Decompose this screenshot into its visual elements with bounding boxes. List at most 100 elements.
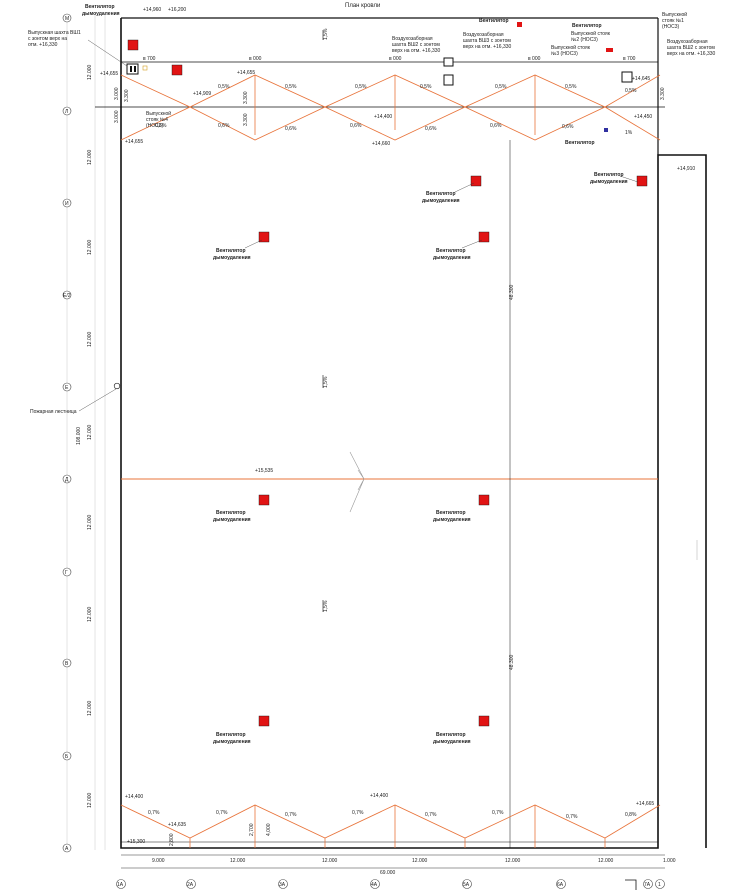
elevations: +14,960 +16,200 +14,655 +14,655 +14,655 …	[100, 7, 695, 845]
note-vsh2: Воздухозаборная	[392, 36, 433, 42]
note-vs2-2: №2 (НОС3)	[571, 37, 598, 43]
note-shaft-right-3: верх на отм. +16,330	[667, 51, 716, 57]
total-width-dim: 69.000	[380, 870, 396, 876]
column-axes: 9.000 12.000 12.000 12.000 12.000 12.000…	[116, 854, 676, 890]
top-dim-4: в 000	[389, 56, 402, 62]
row-dim-9: 12.000	[87, 792, 93, 808]
note-vs3: Выпускной стояк	[551, 44, 591, 51]
note-shaft-right-2: шахта ВШ2 с зонтом	[667, 45, 715, 51]
row-dim-2: 12.000	[87, 149, 93, 165]
note-vs1: Выпускной	[662, 11, 687, 18]
fan-label-2: дымоудаления	[422, 198, 460, 204]
axis-row-d: Д	[65, 477, 69, 483]
fan-label: Вентилятор	[436, 732, 466, 738]
elev-e5: +14,655	[125, 139, 143, 145]
note-vs3-2: №3 (НОС3)	[551, 51, 578, 57]
axis-col-7a: 7А	[644, 882, 651, 888]
slope-top-6: 0,5%	[565, 84, 577, 90]
shaft-vsh3	[443, 74, 454, 86]
note-vs4-3: (НОС3)	[146, 123, 164, 129]
small-dim-4: 2,700	[249, 823, 255, 836]
small-dim-6: 3.300	[660, 87, 666, 100]
fan-label-right: Вентилятор	[565, 140, 595, 146]
row-dimensions: 12.000 12.000 12.000 12.000 12.000 12.00…	[76, 64, 120, 808]
slope-top2-5: 0,6%	[425, 126, 437, 132]
slope-top2-2: 0,6%	[218, 123, 230, 129]
row-dim-extra-1: 3.000	[114, 87, 120, 100]
slope-bottom-5: 0,7%	[425, 812, 437, 818]
vdim-lower: 48.300	[509, 654, 515, 670]
row-dim-7: 12.000	[87, 606, 93, 622]
row-dim-6: 12.000	[87, 514, 93, 530]
elev-e1: +14,960	[143, 7, 161, 13]
bottom-slope-labels: 0,7% 0,7% 0,7% 0,7% 0,7% 0,7% 0,7% 0,8%	[148, 810, 637, 820]
slope-bottom-2: 0,7%	[216, 810, 228, 816]
axis-col-1a: 1А	[117, 882, 124, 888]
slope-top-5: 0,5%	[495, 84, 507, 90]
note-fire-stairs: Пожарная лестница	[30, 409, 77, 415]
top-dim-2: в 700	[623, 56, 636, 62]
elev-e4: +14,655	[237, 70, 255, 76]
axis-col-1: 1	[658, 882, 661, 888]
top-dim-5: в 000	[528, 56, 541, 62]
fan-label: Вентилятор	[216, 510, 246, 516]
top-slope-lines	[120, 74, 661, 141]
fan-label-2: дымоудаления	[433, 255, 471, 261]
small-dim-2: 3.300	[243, 113, 249, 126]
fan-marker	[258, 715, 270, 727]
shaft-vsh2	[443, 57, 454, 67]
fan-marker	[470, 175, 482, 187]
row-dim-extra-2: 3.000	[114, 110, 120, 123]
axis-row-b: Б	[65, 754, 69, 760]
slope-top2-1: 0,6%	[155, 123, 167, 129]
fan-marker	[171, 64, 183, 76]
fan-marker	[517, 22, 522, 27]
axis-col-2a: 2А	[187, 882, 194, 888]
elev-e8: +14,660	[372, 141, 390, 147]
slope-top2-4: 0,6%	[350, 123, 362, 129]
note-vs2: Выпускной стояк	[571, 30, 611, 37]
elev-e17: +14,665	[636, 801, 654, 807]
axis-row-g: Г	[65, 570, 68, 576]
axis-col-5a: 5А	[463, 882, 470, 888]
note-vsh2-3: верх на отм. +16,330	[392, 48, 441, 54]
fan-label-top-left-2: дымоудаления	[82, 11, 120, 17]
fan-label-2: дымоудаления	[213, 255, 251, 261]
vdim-upper: 48.300	[509, 284, 515, 300]
axis-row-e: Е	[65, 385, 69, 391]
fan-label: Вентилятор	[594, 172, 624, 178]
building-outline	[95, 17, 707, 849]
col-dim-4: 12.000	[412, 858, 428, 864]
slope-top2-8: 1%	[625, 130, 633, 136]
vertical-dims: 48.300 48.300	[509, 284, 515, 670]
slope-main-top: 1,5%	[323, 28, 329, 40]
note-vs1-2: стояк №1	[662, 18, 684, 24]
slope-bottom-4: 0,7%	[352, 810, 364, 816]
fan-marker	[606, 48, 613, 52]
bottom-slope-lines	[120, 804, 661, 848]
slope-bottom-7: 0,7%	[566, 814, 578, 820]
note-shaft-vsh1-2: с зонтом верх на	[28, 36, 67, 42]
fan-label-2: дымоудаления	[590, 179, 628, 185]
shaft-vsh1	[126, 63, 139, 75]
fan-label: Вентилятор	[216, 248, 246, 254]
col-dim-2: 12.000	[230, 858, 246, 864]
elev-e3: +14,655	[100, 71, 118, 77]
elev-e13: +14,400	[125, 794, 143, 800]
small-dim-3: 3.300	[243, 91, 249, 104]
axis-row-e2: Е/2	[63, 293, 71, 299]
col-dim-6: 12.000	[598, 858, 614, 864]
fan-marker	[478, 231, 490, 243]
elev-e7: +14,400	[374, 114, 392, 120]
fan-label: Вентилятор	[216, 732, 246, 738]
notes: Выпускная шахта ВШ1 с зонтом верх на отм…	[28, 11, 716, 415]
shafts	[126, 57, 633, 132]
fan-label-2: дымоудаления	[433, 517, 471, 523]
slope-main-mid: 1,5%	[323, 376, 329, 388]
col-dim-5: 12.000	[505, 858, 521, 864]
elev-ridge: +15,535	[255, 468, 273, 474]
top-dim-1: в 700	[143, 56, 156, 62]
note-shaft-vsh1-3: отм. +16,330	[28, 42, 58, 48]
plan-title: План кровли	[345, 3, 380, 9]
axis-row-m: М	[65, 16, 69, 22]
